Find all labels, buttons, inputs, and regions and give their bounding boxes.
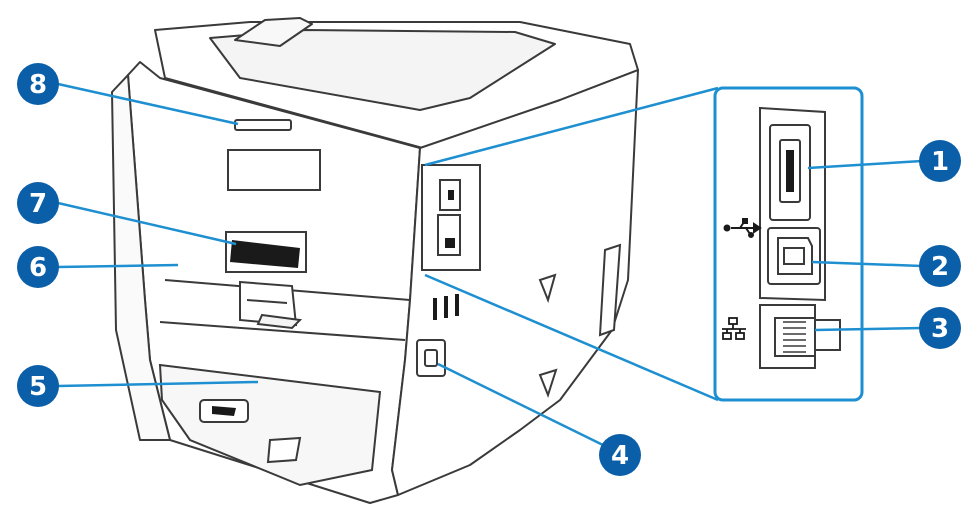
callout-7: 7 (17, 182, 59, 224)
callout-2: 2 (919, 245, 961, 287)
paper-guide (200, 400, 248, 422)
rear-port-panel-small (422, 165, 480, 270)
callout-6: 6 (17, 246, 59, 288)
callout-8: 8 (17, 63, 59, 105)
callout-number: 1 (931, 147, 949, 177)
callout-number: 6 (29, 253, 47, 283)
callout-4: 4 (599, 434, 641, 476)
usb-printing-port (768, 228, 820, 284)
callout-number: 4 (611, 441, 629, 471)
callout-number: 5 (29, 372, 47, 402)
power-receptacle (417, 340, 445, 376)
duplex-unit-label (226, 232, 306, 272)
usb-host-port (770, 125, 810, 220)
callout-number: 7 (29, 189, 47, 219)
callout-number: 2 (931, 252, 949, 282)
callout-3: 3 (919, 307, 961, 349)
rear-door-latch (235, 120, 291, 130)
callout-5: 5 (17, 365, 59, 407)
port-inset (715, 88, 862, 400)
callout-1: 1 (919, 140, 961, 182)
callout-number: 3 (931, 314, 949, 344)
tray-guide-rail (268, 438, 300, 462)
rear-label-plate (228, 150, 320, 190)
callout-number: 8 (29, 70, 47, 100)
